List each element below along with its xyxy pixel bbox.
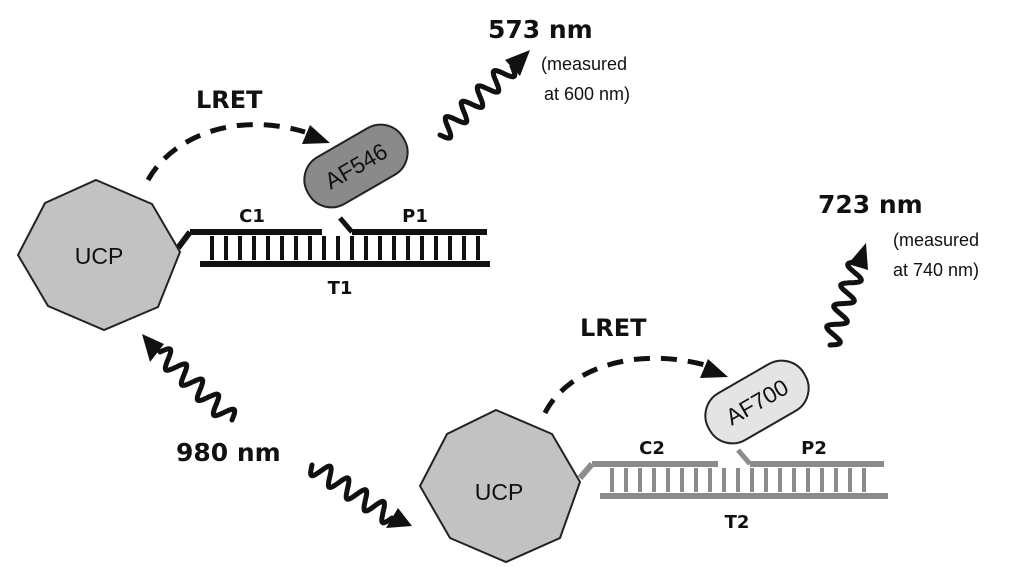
excitation-wavelength: 980 nm: [176, 438, 281, 467]
ucp-linker-bottom: [577, 462, 595, 480]
emission-wavelength-top: 573 nm: [488, 15, 593, 44]
emission-note-bottom-line1: (measured: [893, 230, 979, 250]
lret-label-top: LRET: [196, 86, 263, 114]
emission-arrowhead-top: [505, 50, 530, 76]
ucp-linker-top: [175, 230, 193, 250]
excitation-arrowhead-down: [386, 508, 412, 528]
label-t1: T1: [328, 278, 353, 299]
lret-arrowhead-top: [302, 125, 330, 144]
ucp-particle-top: [16, 178, 182, 332]
label-p2: P2: [801, 438, 827, 459]
ucp-label-top: UCP: [75, 243, 124, 269]
label-p1: P1: [402, 206, 428, 227]
label-c1: C1: [239, 206, 265, 227]
emission-note-top-line2: at 600 nm): [544, 84, 630, 104]
excitation-wave-down: [308, 462, 395, 526]
emission-arrowhead-bottom: [848, 243, 868, 270]
dye-af700: [704, 359, 810, 445]
label-t2: T2: [725, 512, 750, 533]
excitation-arrowhead-up: [142, 334, 164, 362]
emission-note-top-line1: (measured: [541, 54, 627, 74]
base-pairs-top: [210, 236, 480, 260]
base-pairs-bottom: [610, 468, 866, 492]
emission-wavelength-bottom: 723 nm: [818, 190, 923, 219]
ucp-label-bottom: UCP: [475, 479, 524, 505]
lret-arrow-bottom: [542, 355, 706, 415]
dye-linker-bottom: [736, 448, 752, 466]
excitation-wave-up: [157, 346, 238, 423]
emission-wave-bottom: [824, 259, 864, 348]
label-c2: C2: [639, 438, 665, 459]
dye-linker-top: [338, 216, 354, 234]
dye-af546: [303, 123, 409, 209]
lret-arrowhead-bottom: [700, 359, 728, 378]
lret-label-bottom: LRET: [580, 314, 647, 342]
emission-wave-top: [437, 63, 518, 141]
emission-note-bottom-line2: at 740 nm): [893, 260, 979, 280]
ucp-particle-bottom: [418, 408, 582, 564]
lret-arrow-top: [145, 122, 306, 182]
